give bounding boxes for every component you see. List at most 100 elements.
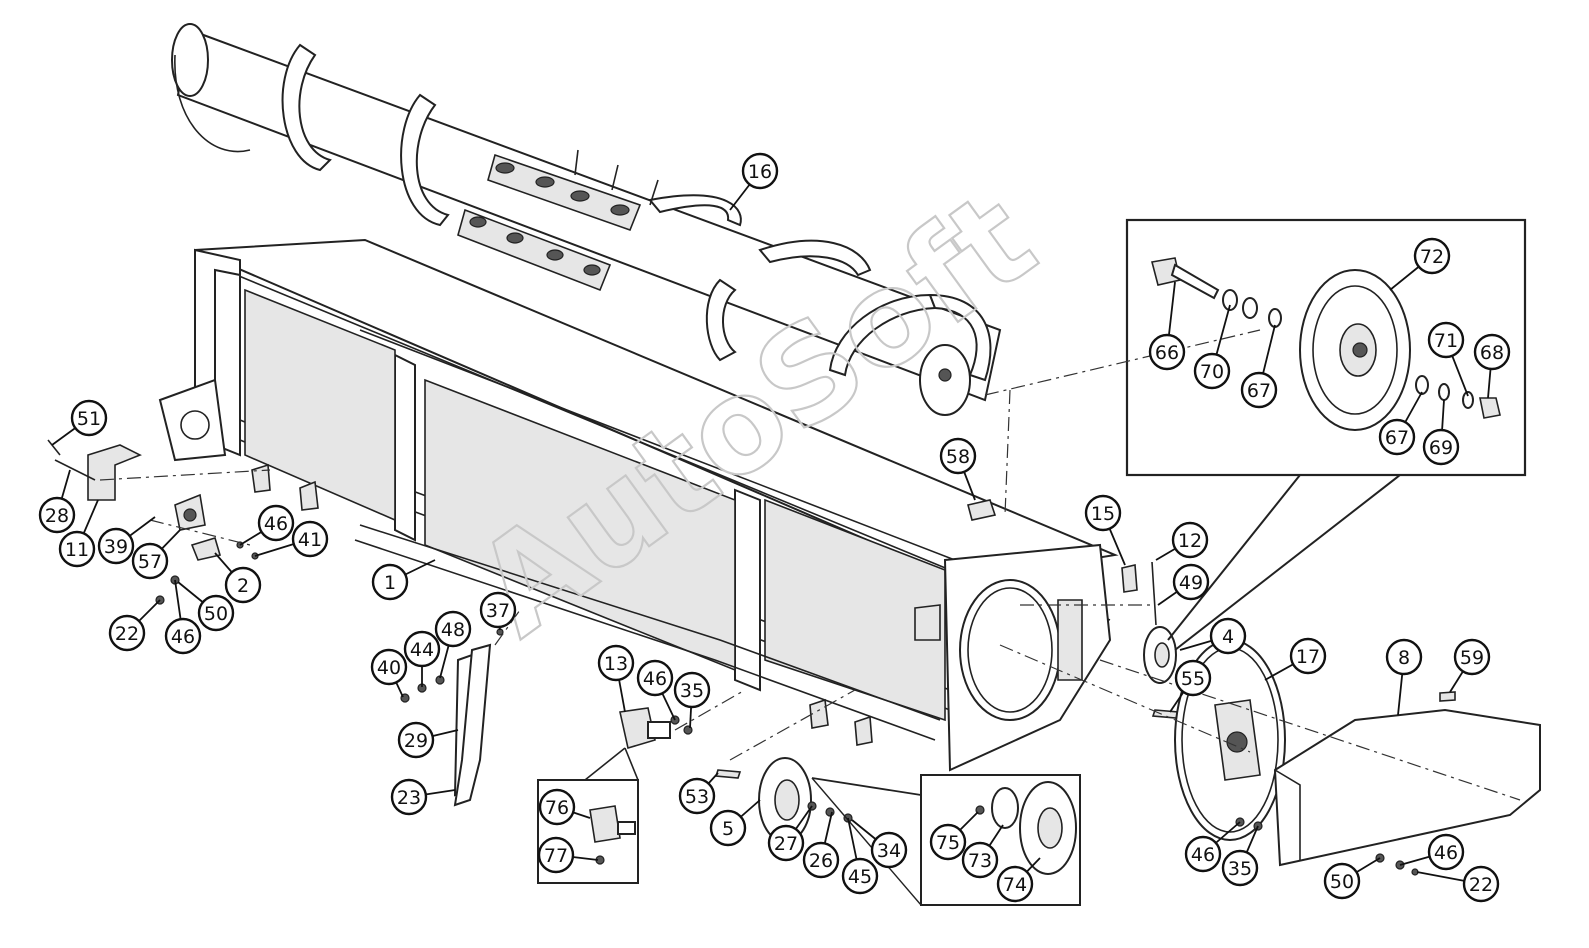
callout-label: 28 [45,505,69,527]
callout-label: 26 [809,850,833,872]
callout-29: 29 [397,721,435,759]
callout-label: 11 [65,539,89,561]
callout-circle [939,437,977,475]
callout-circle [1240,371,1278,409]
callout-label: 1 [384,572,396,594]
header-frame [158,238,1119,772]
callout-28: 28 [38,496,76,534]
callout-label: 68 [1480,342,1504,364]
callout-circle [537,836,575,874]
callout-35: 35 [1221,849,1259,887]
callout-label: 12 [1178,530,1202,552]
callout-circle [403,630,441,668]
callout-26: 26 [802,841,840,879]
callout-label: 50 [1330,871,1354,893]
callout-35: 35 [673,671,711,709]
callout-circle [1427,321,1465,359]
callout-label: 66 [1155,342,1179,364]
callout-17: 17 [1289,637,1327,675]
callout-74: 74 [996,865,1034,903]
callout-circle [70,399,108,437]
callout-16: 16 [741,152,779,190]
callout-2: 2 [224,566,262,604]
callout-circle [197,594,235,632]
pulley-detail-box [1125,218,1527,651]
auger-flighting [281,43,992,382]
callout-circle [1427,833,1465,871]
callout-circle [108,614,146,652]
callout-50: 50 [1323,862,1361,900]
callout-label: 67 [1247,380,1271,402]
callout-label: 53 [685,786,709,808]
wear-strips [400,628,504,807]
callout-label: 8 [1398,647,1410,669]
callout-label: 46 [264,513,288,535]
callout-46: 46 [1184,835,1222,873]
callout-27: 27 [767,824,805,862]
callout-circle [38,496,76,534]
callout-circle [291,520,329,558]
callout-41: 41 [291,520,329,558]
callout-15: 15 [1084,494,1122,532]
callout-circle [58,530,96,568]
callout-67: 67 [1378,418,1416,456]
callout-circle [257,504,295,542]
callout-circle [741,152,779,190]
callout-circle [1422,428,1460,466]
callout-label: 46 [1191,844,1215,866]
callout-circle [597,644,635,682]
callout-label: 37 [486,600,510,622]
callout-circle [802,841,840,879]
callout-label: 45 [848,866,872,888]
callout-4: 4 [1209,617,1247,655]
callout-70: 70 [1193,352,1231,390]
callout-label: 41 [298,529,322,551]
auger-finger-panel [457,149,659,292]
callout-circle [371,563,409,601]
callout-circle [224,566,262,604]
callout-40: 40 [370,648,408,686]
callout-69: 69 [1422,428,1460,466]
callout-label: 22 [1469,874,1493,896]
callout-label: 70 [1200,361,1224,383]
callout-circle [961,841,999,879]
callout-73: 73 [961,841,999,879]
callout-circle [397,721,435,759]
callout-circle [1148,333,1186,371]
callout-66: 66 [1148,333,1186,371]
callout-circle [538,788,576,826]
callout-label: 40 [377,657,401,679]
callout-label: 35 [1228,858,1252,880]
callout-67: 67 [1240,371,1278,409]
callout-12: 12 [1171,521,1209,559]
callout-label: 23 [397,787,421,809]
callout-circle [870,831,908,869]
auger-drum [171,23,1002,416]
callout-circle [1462,865,1500,903]
callout-circle [1193,352,1231,390]
callout-49: 49 [1172,563,1210,601]
callout-circle [131,542,169,580]
callout-circle [1378,418,1416,456]
callout-circle [1453,638,1491,676]
callout-label: 77 [544,845,568,867]
callout-8: 8 [1385,638,1423,676]
callout-label: 67 [1385,427,1409,449]
callout-71: 71 [1427,321,1465,359]
callout-circle [1221,849,1259,887]
callout-44: 44 [403,630,441,668]
callout-46: 46 [257,504,295,542]
callout-circle [370,648,408,686]
callout-46: 46 [1427,833,1465,871]
callout-circle [929,823,967,861]
callout-circle [767,824,805,862]
callout-23: 23 [390,778,428,816]
callout-label: 71 [1434,330,1458,352]
callout-53: 53 [678,777,716,815]
callout-label: 73 [968,850,992,872]
callout-circle [1473,333,1511,371]
callout-circle [1084,494,1122,532]
gearbox [619,707,693,750]
callout-label: 75 [936,832,960,854]
